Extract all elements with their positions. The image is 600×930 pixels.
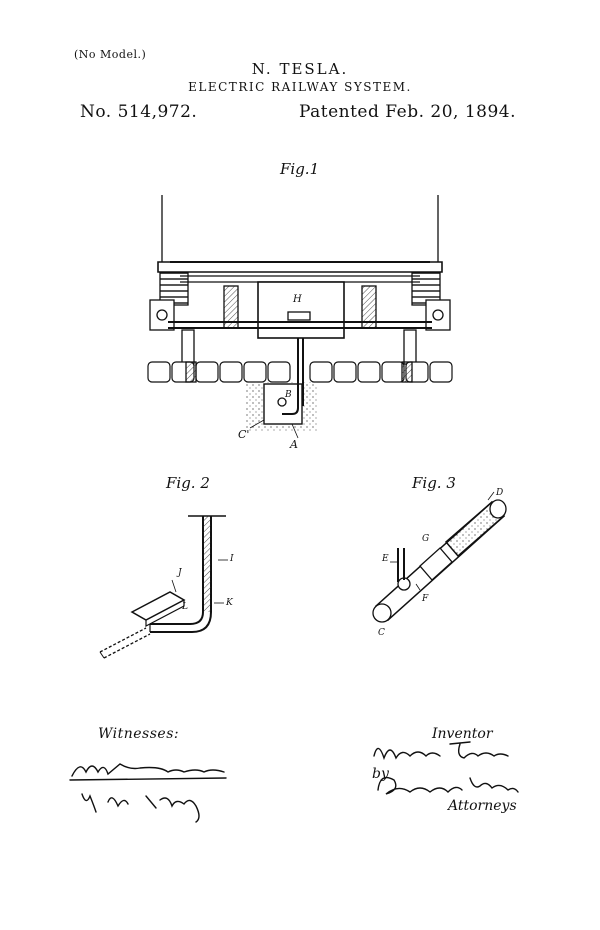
- fig3-label-D: D: [496, 488, 504, 498]
- attorneys-label: Attorneys: [448, 798, 517, 814]
- fig1-caption: Fig.1: [280, 160, 320, 178]
- patent-date: Patented Feb. 20, 1894.: [298, 102, 516, 122]
- fig2-caption: Fig. 2: [166, 474, 210, 492]
- figure-3: [372, 491, 507, 623]
- witness-signature-2: [81, 793, 200, 823]
- figure-1: [147, 195, 453, 439]
- fig2-label-J: J: [178, 568, 182, 578]
- fig2-label-L: L: [182, 602, 188, 612]
- fig3-label-C: C: [378, 628, 385, 638]
- figure-2: [99, 515, 228, 659]
- model-note: (No Model.): [74, 48, 147, 61]
- fig3-caption: Fig. 3: [412, 474, 456, 492]
- fig3-label-F: F: [422, 594, 429, 604]
- fig1-label-C-prime: C': [238, 428, 250, 441]
- fig1-label-A: A: [290, 438, 298, 451]
- patent-title: ELECTRIC RAILWAY SYSTEM.: [188, 80, 412, 94]
- patent-number: No. 514,972.: [80, 102, 198, 122]
- fig1-label-B: B: [285, 390, 292, 400]
- fig1-label-H: H: [293, 294, 302, 305]
- witnesses-label: Witnesses:: [98, 726, 180, 742]
- witness-signature-1: [71, 763, 225, 777]
- inventor-heading: N. TESLA.: [251, 60, 349, 78]
- fig2-label-K: K: [226, 598, 233, 608]
- attorney-signature: [377, 776, 519, 795]
- fig3-label-G: G: [422, 534, 430, 544]
- inventor-label: Inventor: [432, 726, 493, 742]
- fig3-label-E: E: [382, 554, 389, 564]
- fig2-label-I: I: [230, 554, 234, 564]
- inventor-signature: [373, 741, 509, 761]
